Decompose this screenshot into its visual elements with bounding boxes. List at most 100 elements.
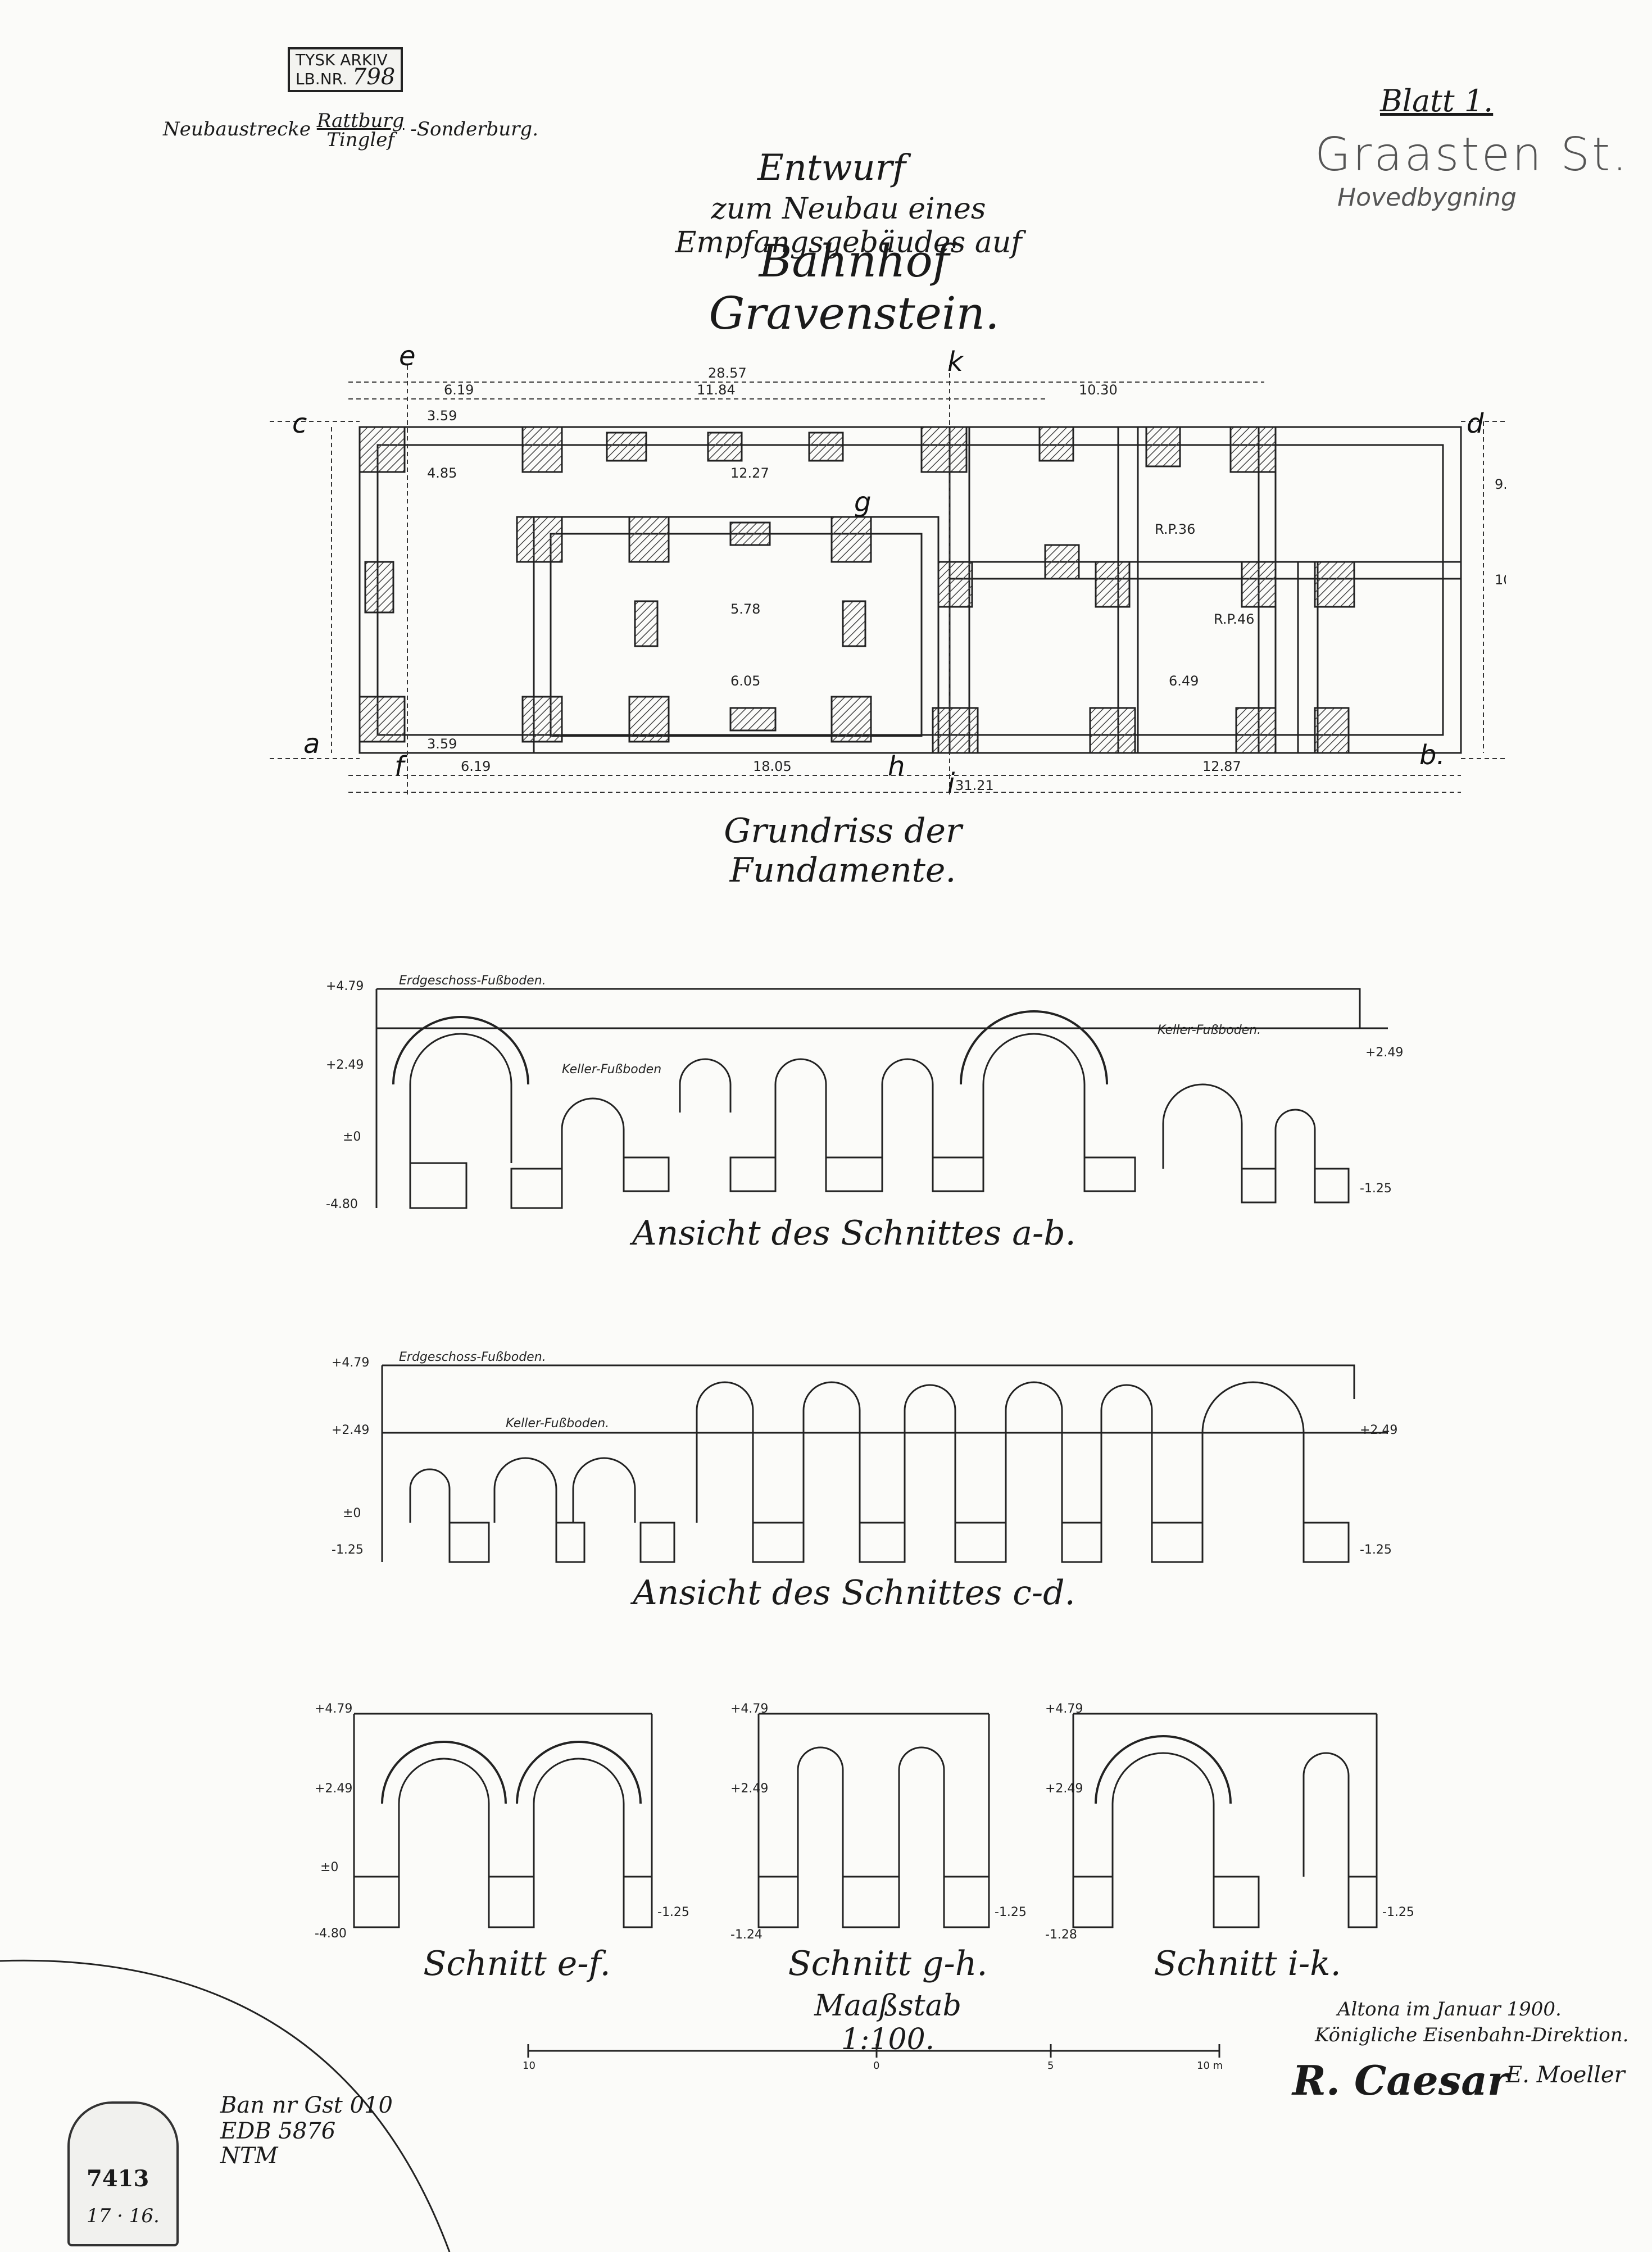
signature-line2: Königliche Eisenbahn-Direktion. <box>1315 2024 1629 2046</box>
plan-marker-e: e <box>399 348 416 372</box>
section-ik-caption: Schnitt i-k. <box>1154 1944 1341 1983</box>
section-gh-level-mid: +2.49 <box>730 1782 768 1796</box>
plan-marker-d: d <box>1467 408 1484 439</box>
section-cd-mid-right: +2.49 <box>1360 1423 1397 1437</box>
section-ef-caption: Schnitt e-f. <box>423 1944 611 1983</box>
section-gh-drawing: +4.79 +2.49 -1.24 -1.25 <box>730 1702 1027 1942</box>
section-ab-bottom-left: -4.80 <box>326 1197 358 1211</box>
archive-stamp: TYSK ARKIV LB.NR. 798 <box>288 47 403 92</box>
plan-dim-bottom-3: 18.05 <box>753 759 792 774</box>
section-cd-keller: Keller-Fußboden. <box>506 1416 609 1431</box>
scale-caption: Maaßstab 1:100. <box>814 1989 961 2056</box>
section-ab-bottom-right: -1.25 <box>1360 1182 1392 1196</box>
scale-bar: 10 0 5 10 m <box>523 2044 1223 2072</box>
section-cd-mid-left: +2.49 <box>332 1423 369 1437</box>
margin-curve <box>0 1959 451 2252</box>
title-line1: Entwurf <box>757 147 906 189</box>
plan-note-1: R.P.36 <box>1155 521 1195 537</box>
plan-dim-bottom-5: 12.87 <box>1202 759 1241 774</box>
section-cd-level-top: +4.79 <box>332 1356 369 1370</box>
scale-tick-10m: 10 m <box>1197 2060 1223 2072</box>
section-ik-drawing: +4.79 +2.49 -1.28 -1.25 <box>1045 1702 1414 1942</box>
scale-tick-10: 10 <box>523 2060 535 2072</box>
route-line: Neubaustrecke Rattburg Tinglef -Sonderbu… <box>163 111 538 149</box>
archive-stamp-line2: LB.NR. <box>296 70 348 88</box>
section-ef-drawing: +4.79 +2.49 ±0 -4.80 -1.25 <box>315 1702 689 1941</box>
plan-dim-top-6: 12.27 <box>730 465 769 481</box>
section-ab-drawing: +4.79 Erdgeschoss-Fußboden. Keller-Fußbo… <box>326 974 1403 1211</box>
route-bottom: Tinglef <box>326 129 394 151</box>
plan-note-2: R.P.46 <box>1214 611 1254 627</box>
signature-line1: Altona im Januar 1900. <box>1337 1998 1562 2021</box>
plan-dim-inner-3: 6.49 <box>1169 673 1199 689</box>
route-suffix: -Sonderburg. <box>410 118 539 140</box>
section-ab-zero: ±0 <box>343 1130 361 1144</box>
plan-dim-bottom-2: 6.19 <box>461 759 491 774</box>
section-ef-level-top: +4.79 <box>315 1702 352 1716</box>
plan-marker-a: a <box>303 728 320 760</box>
section-ef-level-mid: +2.49 <box>315 1782 352 1796</box>
plan-dim-inner-4: 10.43 <box>1495 572 1506 588</box>
plan-caption: Grundriss der Fundamente. <box>724 811 962 890</box>
plan-marker-h: h <box>888 751 905 782</box>
plan-dim-bottom-1: 3.59 <box>427 736 457 752</box>
route-prefix: Neubaustrecke <box>163 118 311 140</box>
section-cd-drawing: +4.79 Erdgeschoss-Fußboden. Keller-Fußbo… <box>332 1350 1397 1563</box>
scale-tick-0: 0 <box>873 2060 879 2072</box>
museum-stamp-number: 7413 <box>87 2165 149 2192</box>
section-ik-level-mid: +2.49 <box>1045 1782 1083 1796</box>
section-ef-bottom-right: -1.25 <box>657 1905 689 1919</box>
museum-stamp: 7413 17 · 16. <box>67 2101 179 2246</box>
plan-marker-c: c <box>292 408 307 439</box>
title-line2: zum Neubau eines Empfangsgebäudes auf <box>675 192 1022 260</box>
plan-dim-top-1: 28.57 <box>708 365 747 381</box>
foundation-plan: 28.57 11.84 10.30 6.19 3.59 12.27 4.85 3… <box>270 348 1506 799</box>
signature-1: R. Caesar <box>1292 2056 1509 2104</box>
section-cd-bottom-right: -1.25 <box>1360 1543 1392 1557</box>
section-cd-label-top: Erdgeschoss-Fußboden. <box>399 1350 546 1364</box>
section-ab-label-top: Erdgeschoss-Fußboden. <box>399 974 546 988</box>
sheet-label: Blatt 1. <box>1380 83 1494 119</box>
plan-dim-inner-1: 5.78 <box>730 601 760 617</box>
museum-stamp-date: 17 · 16. <box>87 2205 160 2227</box>
section-ab-keller-right: Keller-Fußboden. <box>1158 1023 1261 1037</box>
plan-dim-bottom-4: 31.21 <box>955 778 994 793</box>
plan-dim-top-5: 3.59 <box>427 408 457 424</box>
title-line3: Bahnhof Gravenstein. <box>709 235 1000 339</box>
route-top: Rattburg <box>316 110 405 132</box>
archive-stamp-number: 798 <box>352 64 396 90</box>
section-cd-caption: Ansicht des Schnittes c-d. <box>633 1573 1075 1613</box>
section-gh-level-top: +4.79 <box>730 1702 768 1716</box>
plan-marker-b: b. <box>1419 739 1445 771</box>
section-ik-level-top: +4.79 <box>1045 1702 1083 1716</box>
section-ik-bottom-left: -1.28 <box>1045 1928 1077 1942</box>
section-cd-zero: ±0 <box>343 1506 361 1520</box>
signature-2: E. Moeller <box>1506 2062 1625 2088</box>
section-ab-mid-right: +2.49 <box>1365 1046 1403 1060</box>
plan-marker-i: i <box>947 768 955 799</box>
section-cd-bottom-left: -1.25 <box>332 1543 364 1557</box>
plan-dim-top-4: 6.19 <box>444 382 474 398</box>
archive-stamp-line1: TYSK ARKIV <box>296 51 388 69</box>
scale-tick-5: 5 <box>1047 2060 1054 2072</box>
bottom-note-line3: NTM <box>220 2143 278 2169</box>
section-ik-bottom-right: -1.25 <box>1382 1905 1414 1919</box>
section-gh-bottom-right: -1.25 <box>995 1905 1027 1919</box>
bottom-note-line2: EDB 5876 <box>220 2118 336 2144</box>
section-ab-level-top: +4.79 <box>326 979 364 993</box>
section-ab-caption: Ansicht des Schnittes a-b. <box>632 1214 1076 1253</box>
bottom-note-line1: Ban nr Gst 010 <box>220 2092 393 2118</box>
section-gh-caption: Schnitt g-h. <box>788 1944 988 1983</box>
section-ef-zero: ±0 <box>320 1860 338 1874</box>
section-ab-keller-left: Keller-Fußboden <box>562 1063 661 1077</box>
plan-marker-k: k <box>947 348 964 378</box>
plan-dim-top-7: 4.85 <box>427 465 457 481</box>
plan-dim-top-2: 11.84 <box>697 382 736 398</box>
plan-dim-top-3: 10.30 <box>1079 382 1118 398</box>
plan-marker-g: g <box>854 487 871 518</box>
section-ab-mid-left: +2.49 <box>326 1058 364 1072</box>
section-ef-bottom-left: -4.80 <box>315 1927 347 1941</box>
plan-dim-inner-5: 9.30 <box>1495 476 1506 492</box>
plan-marker-f: f <box>394 751 407 782</box>
archive-building: Hovedbygning <box>1337 183 1517 212</box>
